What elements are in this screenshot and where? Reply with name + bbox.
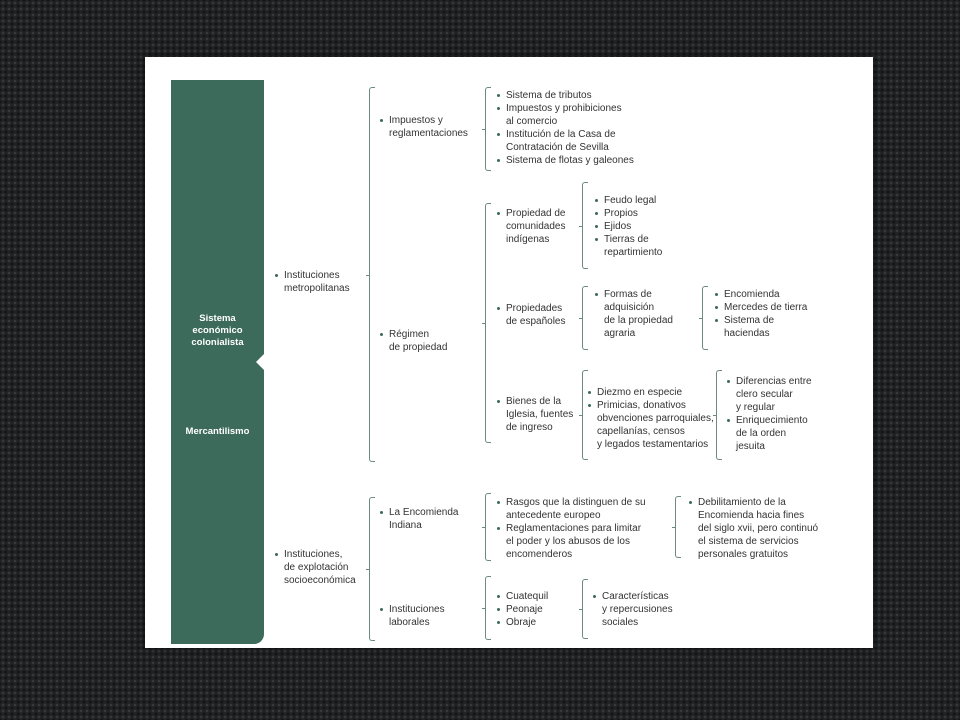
sidebar-subtitle: Mercantilismo [185,426,250,437]
encomienda-detail: Debilitamiento de la Encomienda hacia fi… [688,497,819,560]
bracket-regimen [482,203,491,443]
laborales-item: Peonaje [497,604,543,615]
bracket-metropolitanas [366,87,375,462]
node-propiedades-espanoles: Propiedades de españoles [497,303,566,327]
bracket-laborales [482,576,491,640]
sidebar-pointer [256,354,264,370]
iglesia-item: Primicias, donativos obvenciones parroqu… [588,400,714,450]
indigenas-item: Ejidos [594,221,632,232]
impuestos-item: Impuestos y prohibiciones al comercio [497,103,622,127]
sidebar-title: Sistema económico colonialista [191,313,244,348]
bracket-encomienda [482,493,491,561]
sidebar-panel: Sistema económico colonialista Mercantil… [171,80,264,644]
impuestos-item: Institución de la Casa de Contratación d… [497,129,616,153]
bracket-indigenas [579,182,588,269]
indigenas-item: Tierras de repartimiento [594,234,663,258]
bracket-iglesia [579,370,588,460]
indigenas-item: Propios [595,208,638,219]
impuestos-item: Sistema de tributos [497,90,592,101]
node-encomienda-indiana: La Encomienda Indiana [380,507,459,531]
node-instituciones-metropolitanas: Instituciones metropolitanas [275,270,350,294]
bracket-formas [699,286,708,350]
laborales-item: Cuatequil [496,591,549,602]
node-propiedad-indigena: Propiedad de comunidades indígenas [497,208,566,245]
node-impuestos: Impuestos y reglamentaciones [380,115,468,139]
encomienda-item: Reglamentaciones para limitar el poder y… [496,523,642,560]
bracket-explotacion [366,497,375,641]
bracket-iglesia-sub [713,370,722,460]
bracket-espanoles [579,286,588,350]
espanoles-item: Encomienda [715,289,780,300]
laborales-item: Obraje [496,617,537,628]
impuestos-item: Sistema de flotas y galeones [497,155,634,166]
espanoles-item: Mercedes de tierra [714,302,808,313]
bracket-encomienda-detail [672,496,681,558]
bracket-impuestos [482,87,491,171]
espanoles-item: Sistema de haciendas [714,315,775,339]
node-regimen-propiedad: Régimen de propiedad [379,329,448,353]
iglesia-sub-item: Enriquecimiento de la orden jesuita [727,415,808,452]
bracket-laborales-detail [579,579,588,639]
node-instituciones-explotacion: Instituciones, de explotación socioeconó… [275,549,356,586]
iglesia-item: Diezmo en especie [587,387,683,398]
espanoles-formas: Formas de adquisición de la propiedad ag… [595,289,673,339]
iglesia-sub-item: Diferencias entre clero secular y regula… [727,376,812,413]
slide: Sistema económico colonialista Mercantil… [145,57,873,648]
indigenas-item: Feudo legal [594,195,657,206]
node-instituciones-laborales: Instituciones laborales [380,604,445,628]
laborales-detail: Características y repercusiones sociales [593,591,673,628]
node-bienes-iglesia: Bienes de la Iglesia, fuentes de ingreso [496,396,574,433]
encomienda-item: Rasgos que la distinguen de su anteceden… [497,497,646,521]
